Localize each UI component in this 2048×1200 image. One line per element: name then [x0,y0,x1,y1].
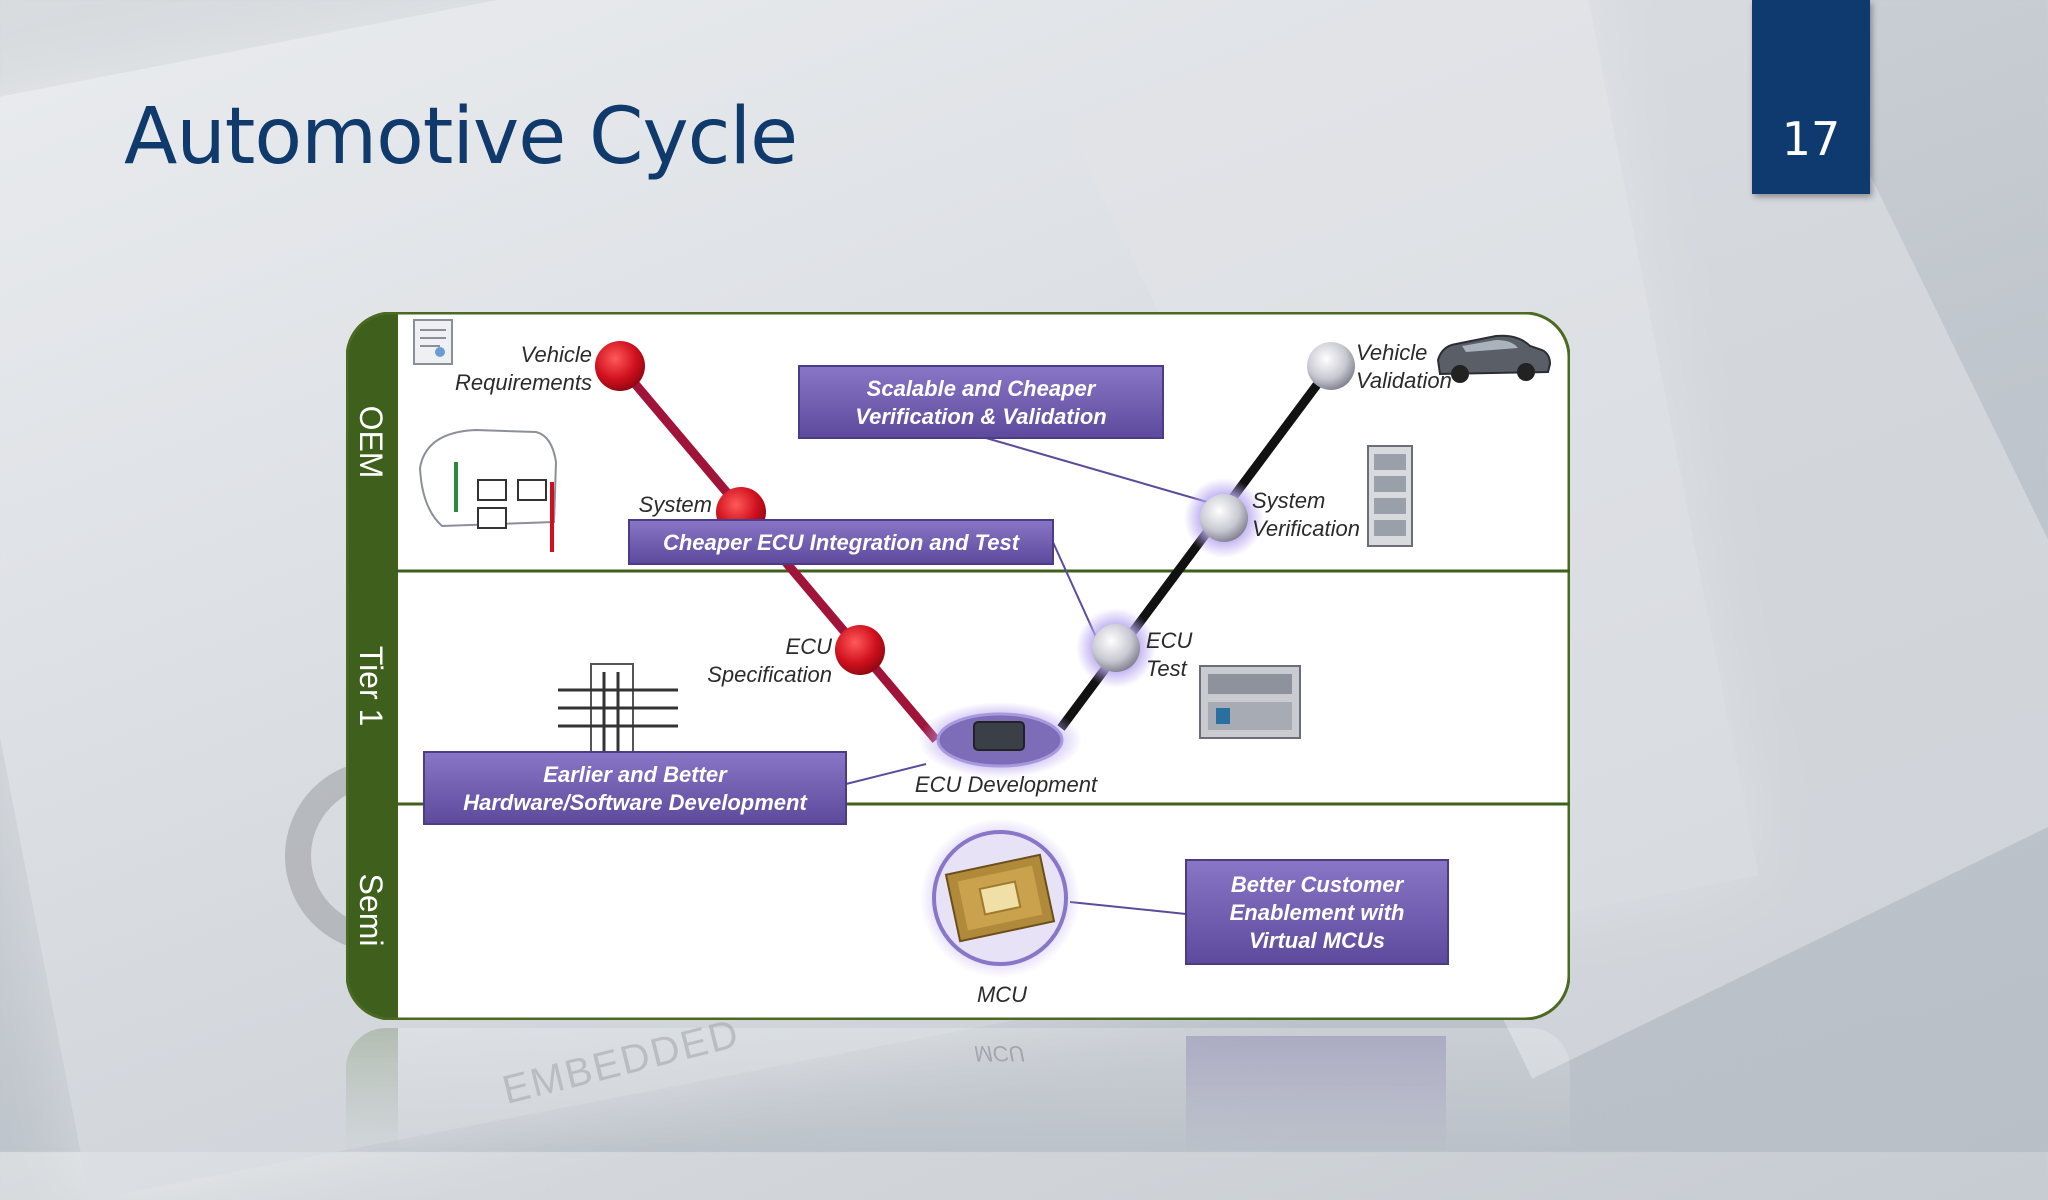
callout-better-line-1: Better Customer [1231,872,1405,897]
lane-band [346,312,398,1020]
callout-cheaper-ecu-text: Cheaper ECU Integration and Test [663,530,1021,555]
callout-earlier-line-1: Earlier and Better [543,762,728,787]
label-ecu-test-2: Test [1146,656,1188,681]
label-system: System [639,492,712,517]
callout-cheaper-ecu: Cheaper ECU Integration and Test [628,519,1054,565]
mcu-chip-icon [944,853,1056,943]
vehicle-system-schematic-icon [418,428,558,552]
lane-label-oem: OEM [353,406,389,479]
node-system-verification [1200,494,1248,542]
label-vehicle-requirements-2: Requirements [455,370,592,395]
lane-label-semi: Semi [353,874,389,947]
callout-scalable: Scalable and Cheaper Verification & Vali… [798,365,1164,439]
test-rig-icon [1199,665,1301,739]
reflection-lane-band [346,1028,398,1152]
node-ecu-test [1092,624,1140,672]
diagram-border [346,312,1570,1020]
diagram-reflection: MCU [346,1028,1570,1152]
connector-earlier [845,763,927,785]
label-ecu-test-1: ECU [1146,628,1193,653]
node-vehicle-requirements [595,341,645,391]
car-icon [1436,334,1552,383]
label-ecu-specification-1: ECU [786,634,833,659]
page-number-badge: 17 [1752,0,1870,194]
reflection-callout [1186,1036,1446,1152]
node-vehicle-validation [1307,342,1355,390]
callout-scalable-line-2: Verification & Validation [855,404,1106,429]
requirements-document-icon [413,319,453,365]
ecu-module-icon [973,721,1025,751]
label-vehicle-validation-1: Vehicle [1356,340,1427,365]
connector-scalable [985,437,1222,507]
server-rack-icon [1367,445,1413,547]
page-number: 17 [1781,112,1841,166]
label-vehicle-requirements-1: Vehicle [521,342,592,367]
callout-better-customer: Better Customer Enablement with Virtual … [1185,859,1449,965]
label-system-verification-2: Verification [1252,516,1360,541]
label-ecu-development: ECU Development [915,772,1098,797]
label-mcu: MCU [977,982,1027,1007]
lane-label-tier1: Tier 1 [353,646,389,727]
callout-earlier-better: Earlier and Better Hardware/Software Dev… [423,751,847,825]
callout-better-line-2: Enablement with [1230,900,1405,925]
slide-title: Automotive Cycle [124,92,798,182]
callout-better-line-3: Virtual MCUs [1249,928,1385,953]
connector-mcu [1069,901,1187,915]
node-ecu-specification [835,625,885,675]
label-system-verification-1: System [1252,488,1325,513]
callout-earlier-line-2: Hardware/Software Development [463,790,808,815]
label-vehicle-validation-2: Validation [1356,368,1452,393]
label-ecu-specification-2: Specification [707,662,832,687]
automotive-v-cycle-diagram: OEM Tier 1 Semi [346,312,1570,1020]
reflection-mcu-label: MCU [974,1041,1025,1066]
callout-scalable-line-1: Scalable and Cheaper [867,376,1097,401]
